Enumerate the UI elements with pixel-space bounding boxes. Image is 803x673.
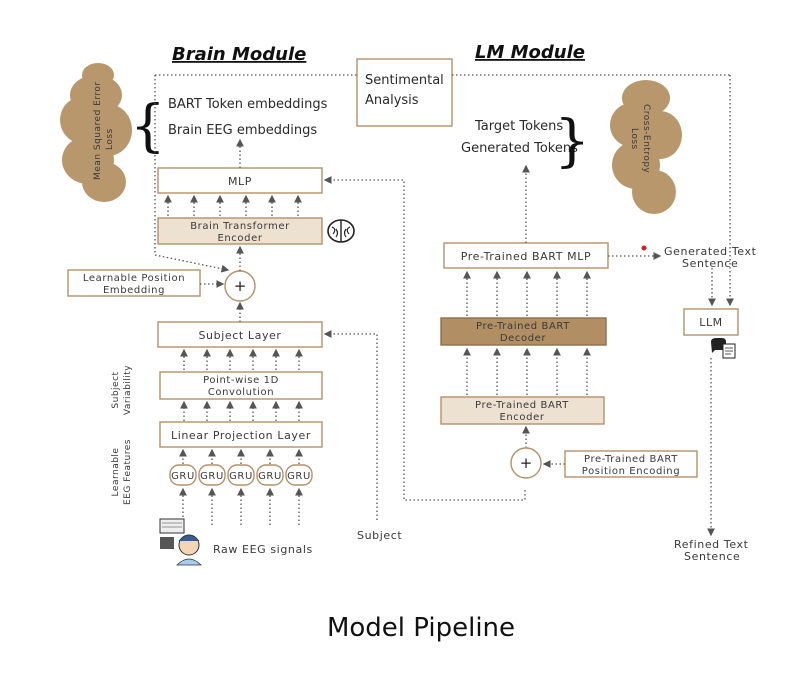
red-dot-icon [641,245,647,251]
cross-entropy-cloud: Cross-Entropy Loss [610,80,682,214]
transformer-line2: Encoder [217,233,262,244]
linear-projection-box [159,421,323,448]
gru-label: GRU [171,471,195,482]
subject-layer-label: Subject Layer [198,329,281,342]
pos-enc-line1: Pre-Trained BART [584,454,678,465]
sentimental-line2: Analysis [365,93,419,108]
learnable-position-embedding-box [67,269,201,297]
gru-row: GRU GRU GRU GRU GRU [169,464,313,486]
tokens-brace: { [554,109,590,174]
mse-loss-line1: Mean Squared Error [93,81,103,180]
sentimental-analysis-box [356,58,453,127]
llm-box [683,308,739,336]
sentimental-line1: Sentimental [365,73,444,88]
gru-cell [256,464,284,486]
pointwise-to-subject-arrows [180,348,303,370]
pos-enc-line2: Position Encoding [582,466,680,477]
generated-text-line1: Generated Text [664,245,757,258]
encoder-line2: Encoder [499,412,544,423]
bart-encoder-box [440,396,605,425]
subject-connector [323,330,378,520]
gru-to-linear-arrows [179,448,303,464]
generated-text-line2: Sentence [682,257,738,270]
figure-caption: Model Pipeline [327,613,515,643]
gru-cell [169,464,197,486]
brain-plus-sign: + [234,277,247,295]
mse-loss-cloud: Mean Squared Error Loss [60,63,132,202]
mse-loss-line2: Loss [105,128,115,150]
linear-projection-label: Linear Projection Layer [171,429,311,442]
lm-module-title: LM Module [475,42,585,63]
lm-plus-sign: + [520,454,533,472]
gru-label: GRU [229,471,253,482]
gru-label: GRU [287,471,311,482]
transformer-to-mlp-arrows [164,194,302,216]
learnable-eeg-line2: EEG Features [123,439,133,505]
encoder-line1: Pre-Trained BART [475,400,569,411]
chat-document-icon [711,338,736,359]
bart-mlp-label: Pre-Trained BART MLP [461,250,591,263]
brain-eeg-embeddings: Brain EEG embeddings [168,123,317,138]
pointwise-line1: Point-wise 1D [203,375,279,386]
left-loop-connector [154,75,230,273]
ce-loss-line2: Loss [629,128,639,150]
decoder-line2: Decoder [500,333,547,344]
brain-icon [327,219,355,243]
ce-loss-line1: Cross-Entropy [641,104,651,174]
gru-cell [198,464,226,486]
gru-cell [227,464,255,486]
subject-layer-box [157,321,323,348]
raw-eeg-label: Raw EEG signals [213,543,313,556]
position-line1: Learnable Position [83,273,185,284]
transformer-line1: Brain Transformer [190,221,290,232]
eeg-to-gru-arrows [179,487,303,525]
bart-decoder-box [440,317,607,346]
refined-text-line1: Refined Text [674,538,749,551]
brain-transformer-encoder-box [157,217,323,245]
bart-token-embeddings: BART Token embeddings [168,97,328,112]
mlp-box [157,167,323,194]
eeg-person-icon [159,518,202,566]
subject-label: Subject [357,529,402,542]
subject-variability-line2: Variability [123,365,133,415]
gru-label: GRU [200,471,224,482]
refined-text-line2: Sentence [684,550,740,563]
subject-variability-line1: Subject [111,371,121,408]
llm-label: LLM [699,316,723,329]
lm-to-mlp-connector [323,176,526,501]
learnable-eeg-line1: Learnable [111,448,121,497]
embeddings-brace: { [130,94,166,159]
lm-add-node [510,447,542,479]
pointwise-line2: Convolution [208,387,274,398]
mlp-label: MLP [228,175,252,188]
decoder-to-mlp-arrows [463,270,591,316]
gru-cell [285,464,313,486]
encoder-to-decoder-arrows [463,347,591,395]
brain-module-title: Brain Module [172,44,306,65]
position-line2: Embedding [103,285,165,296]
linear-to-pointwise-arrows [180,400,303,421]
pointwise-conv-box [159,371,323,400]
generated-tokens: Generated Tokens [461,141,578,156]
decoder-line1: Pre-Trained BART [476,321,570,332]
gru-label: GRU [258,471,282,482]
target-tokens: Target Tokens [474,119,563,134]
